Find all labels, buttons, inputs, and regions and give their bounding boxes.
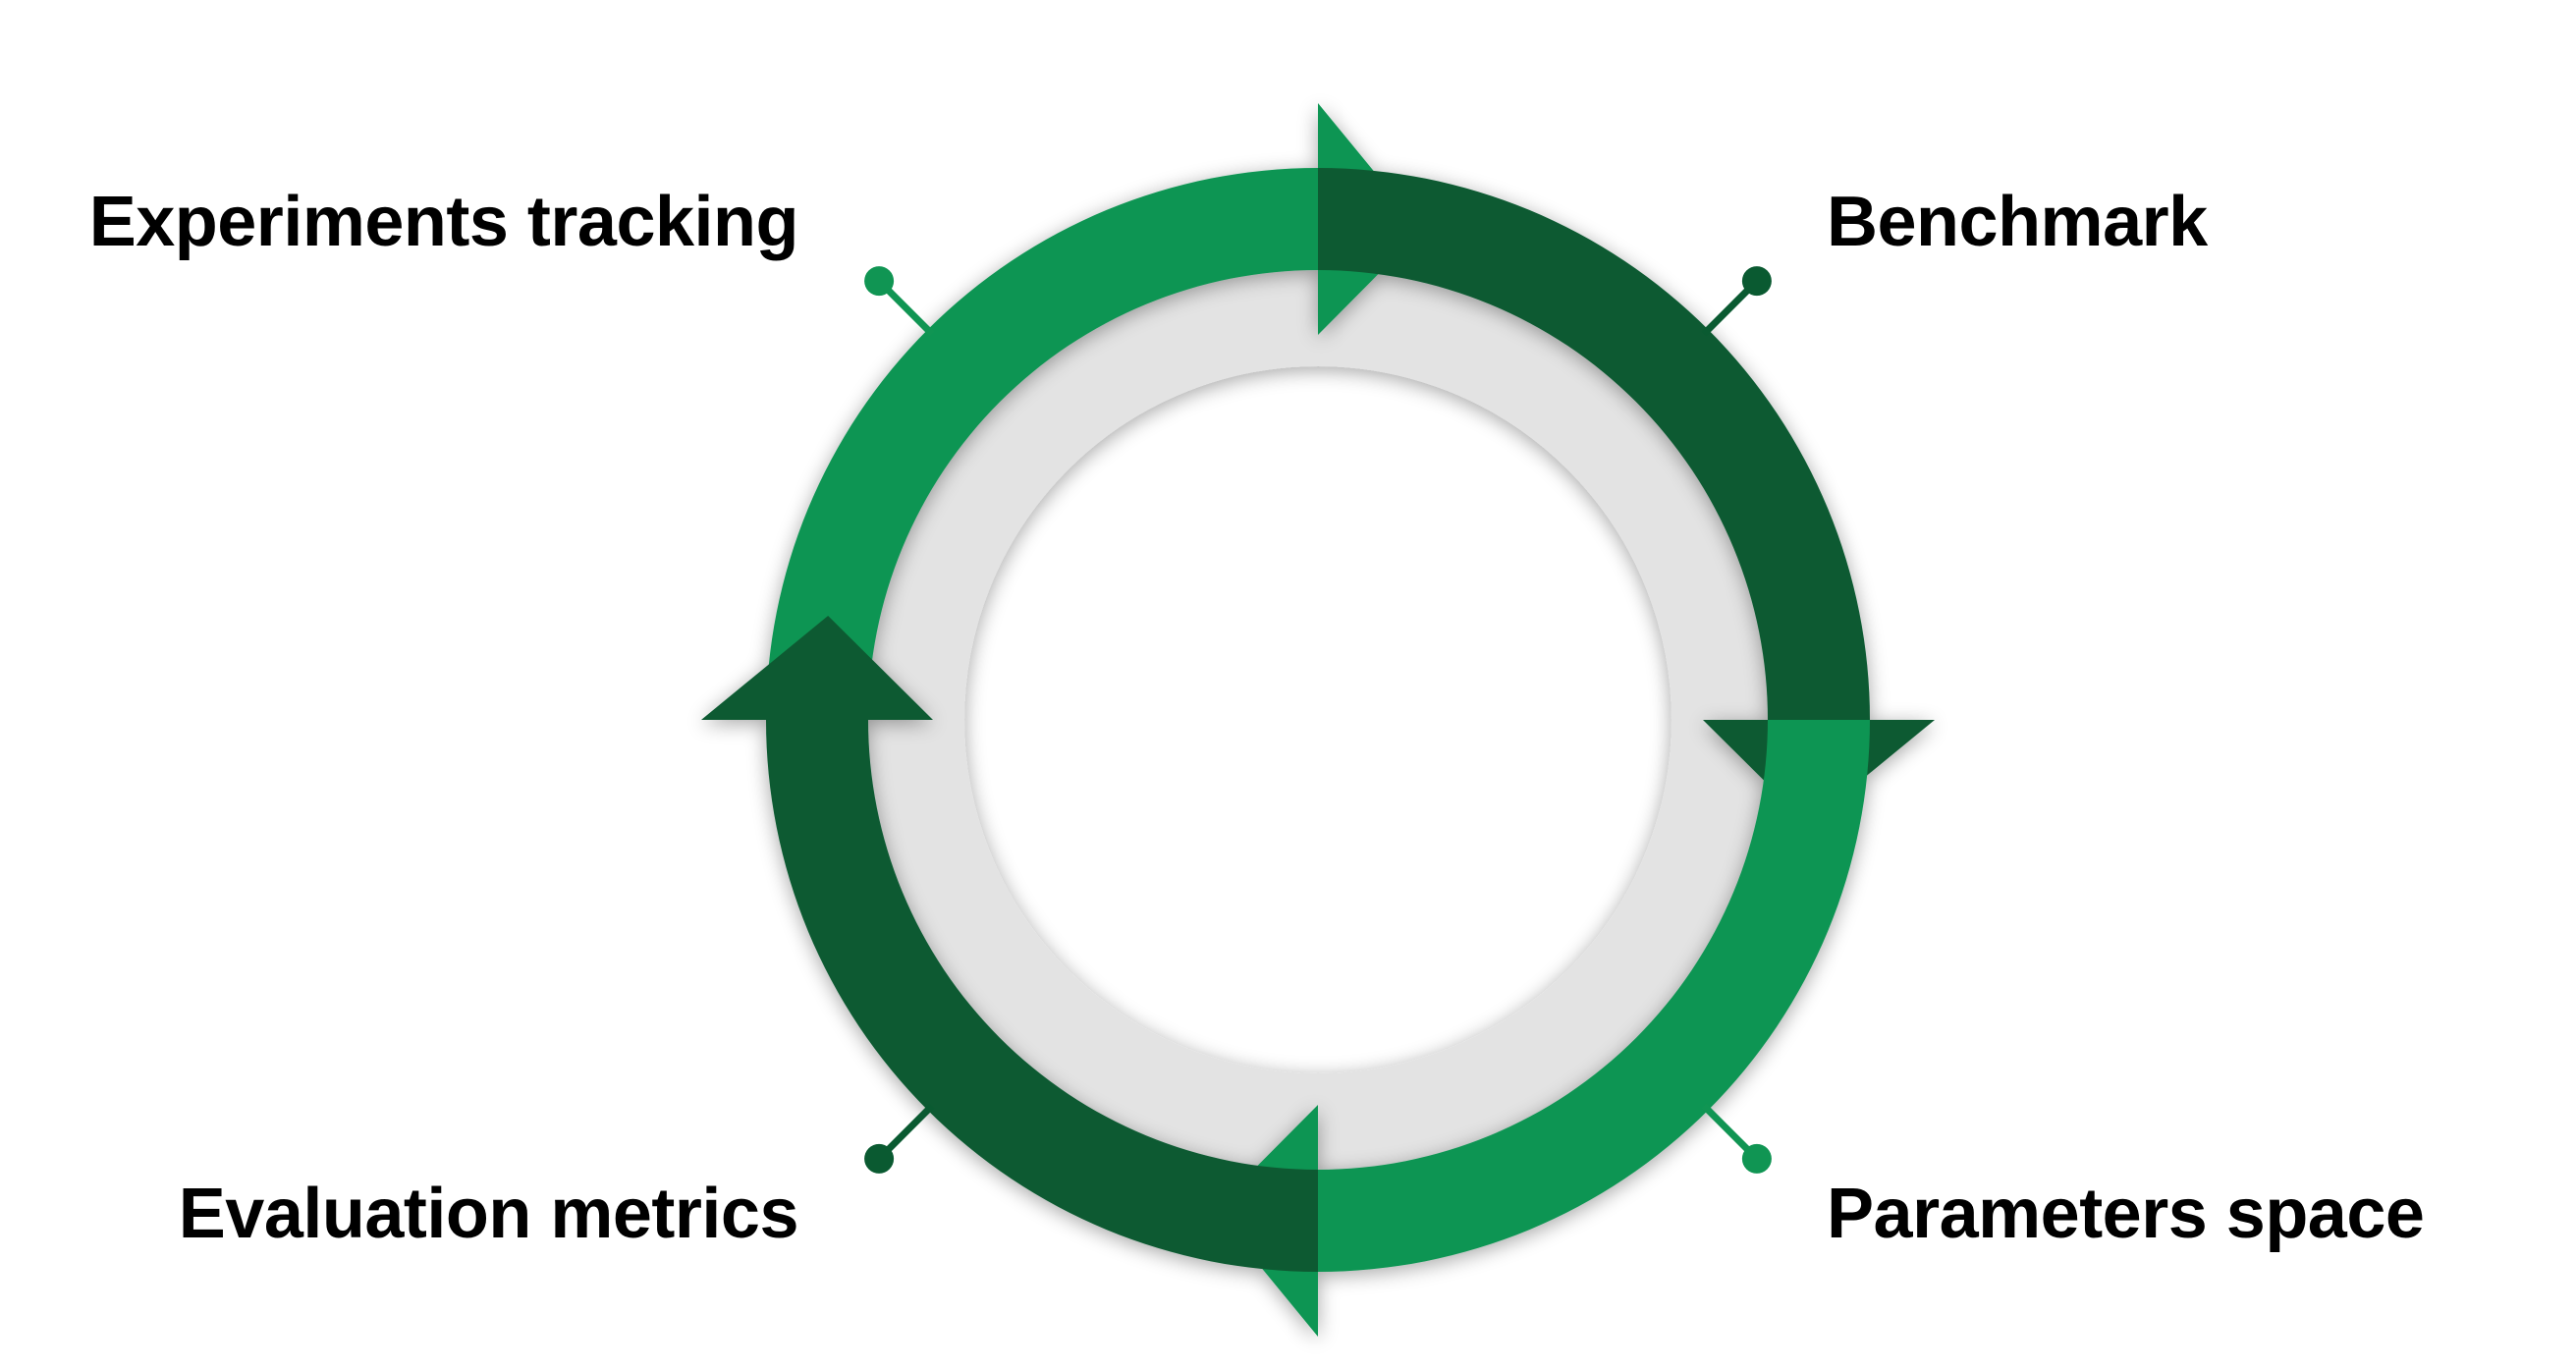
inner-gray-ring: [866, 268, 1770, 1172]
arrow-evaluation-to-experiments: [701, 615, 1318, 1272]
connector-benchmark-dot: [1741, 266, 1772, 297]
arrow-parameters-to-evaluation: [1213, 720, 1870, 1337]
cycle-arrows: [701, 103, 1935, 1337]
connector-parameters-space-dot: [1741, 1143, 1772, 1174]
stage-label-benchmark: Benchmark: [1827, 183, 2208, 261]
stage-label-parameters-space: Parameters space: [1827, 1175, 2425, 1253]
stage-label-experiments-tracking: Experiments tracking: [88, 183, 799, 261]
stage-label-evaluation-metrics: Evaluation metrics: [178, 1175, 799, 1253]
connector-evaluation-metrics-dot: [864, 1143, 895, 1174]
connector-experiments-tracking-dot: [864, 266, 895, 297]
connectors: [864, 266, 1772, 1174]
arrow-benchmark-to-parameters: [1318, 168, 1935, 825]
arrow-experiments-to-benchmark: [766, 103, 1423, 720]
